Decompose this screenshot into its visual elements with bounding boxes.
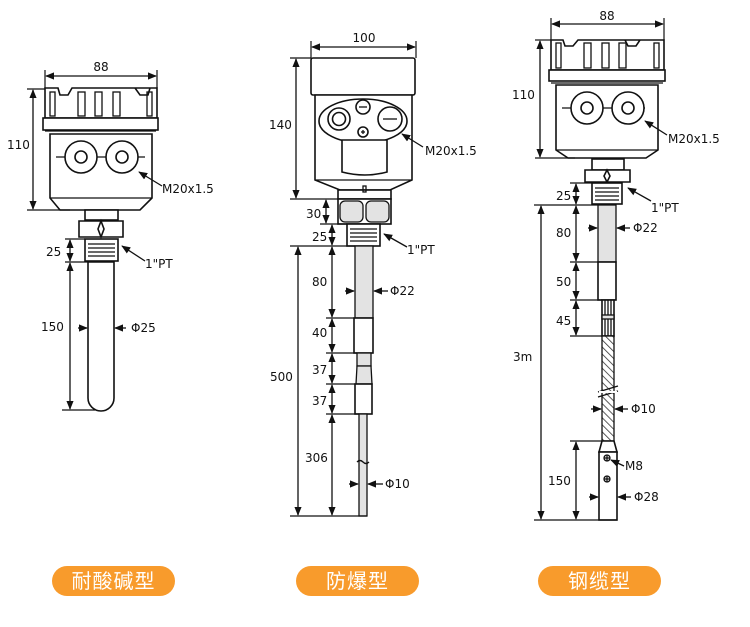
housing-head — [42, 87, 159, 211]
conduit-label: M20x1.5 — [668, 132, 720, 146]
explosion-type-drawing: 100 140 30 25 80 40 37 37 306 500 Φ22 Φ1… — [269, 31, 477, 517]
dim-seg4: 37 — [312, 394, 327, 408]
dim-probe-diameter: Φ25 — [131, 321, 156, 335]
caption-explosion-type: 防爆型 — [296, 566, 419, 596]
dim-height: 110 — [7, 138, 30, 152]
dim-seg2: 50 — [556, 275, 571, 289]
dim-thread-length: 25 — [312, 230, 327, 244]
dim-seg3: 37 — [312, 363, 327, 377]
dim-height: 140 — [269, 118, 292, 132]
probe — [87, 261, 115, 412]
caption-cable-type: 钢缆型 — [538, 566, 661, 596]
thread-label: 1"PT — [651, 201, 679, 215]
dim-total: 3m — [513, 350, 532, 364]
bolt-label: M8 — [625, 459, 643, 473]
caption-acid-type: 耐酸碱型 — [52, 566, 175, 596]
dim-width: 100 — [353, 31, 376, 45]
dim-thread-length: 25 — [46, 245, 61, 259]
dim-weight-diameter: Φ28 — [634, 490, 659, 504]
dim-probe-length: 150 — [41, 320, 64, 334]
dim-total: 500 — [270, 370, 293, 384]
dim-width: 88 — [93, 60, 108, 74]
thread — [84, 238, 119, 262]
dim-height: 110 — [512, 88, 535, 102]
dim-seg5: 306 — [305, 451, 328, 465]
acid-type-drawing: 88 110 25 150 Φ25 M20x1.5 1"PT — [7, 60, 214, 412]
conduit-label: M20x1.5 — [425, 144, 477, 158]
dim-width: 88 — [599, 9, 614, 23]
dim-dia2: Φ10 — [631, 402, 656, 416]
dim-nut: 30 — [306, 207, 321, 221]
dim-dia1: Φ22 — [633, 221, 658, 235]
dim-thread-length: 25 — [556, 189, 571, 203]
dim-seg3: 45 — [556, 314, 571, 328]
dim-weight-length: 150 — [548, 474, 571, 488]
dim-dia1: Φ22 — [390, 284, 415, 298]
thread-label: 1"PT — [145, 257, 173, 271]
dim-seg2: 40 — [312, 326, 327, 340]
hex-nut — [78, 218, 124, 240]
dim-seg1: 80 — [312, 275, 327, 289]
dim-dia2: Φ10 — [385, 477, 410, 491]
cable-type-drawing: 88 110 25 80 50 45 150 3m Φ22 Φ10 M8 Φ28… — [512, 9, 720, 521]
thread-label: 1"PT — [407, 243, 435, 257]
dim-seg1: 80 — [556, 226, 571, 240]
conduit-label: M20x1.5 — [162, 182, 214, 196]
